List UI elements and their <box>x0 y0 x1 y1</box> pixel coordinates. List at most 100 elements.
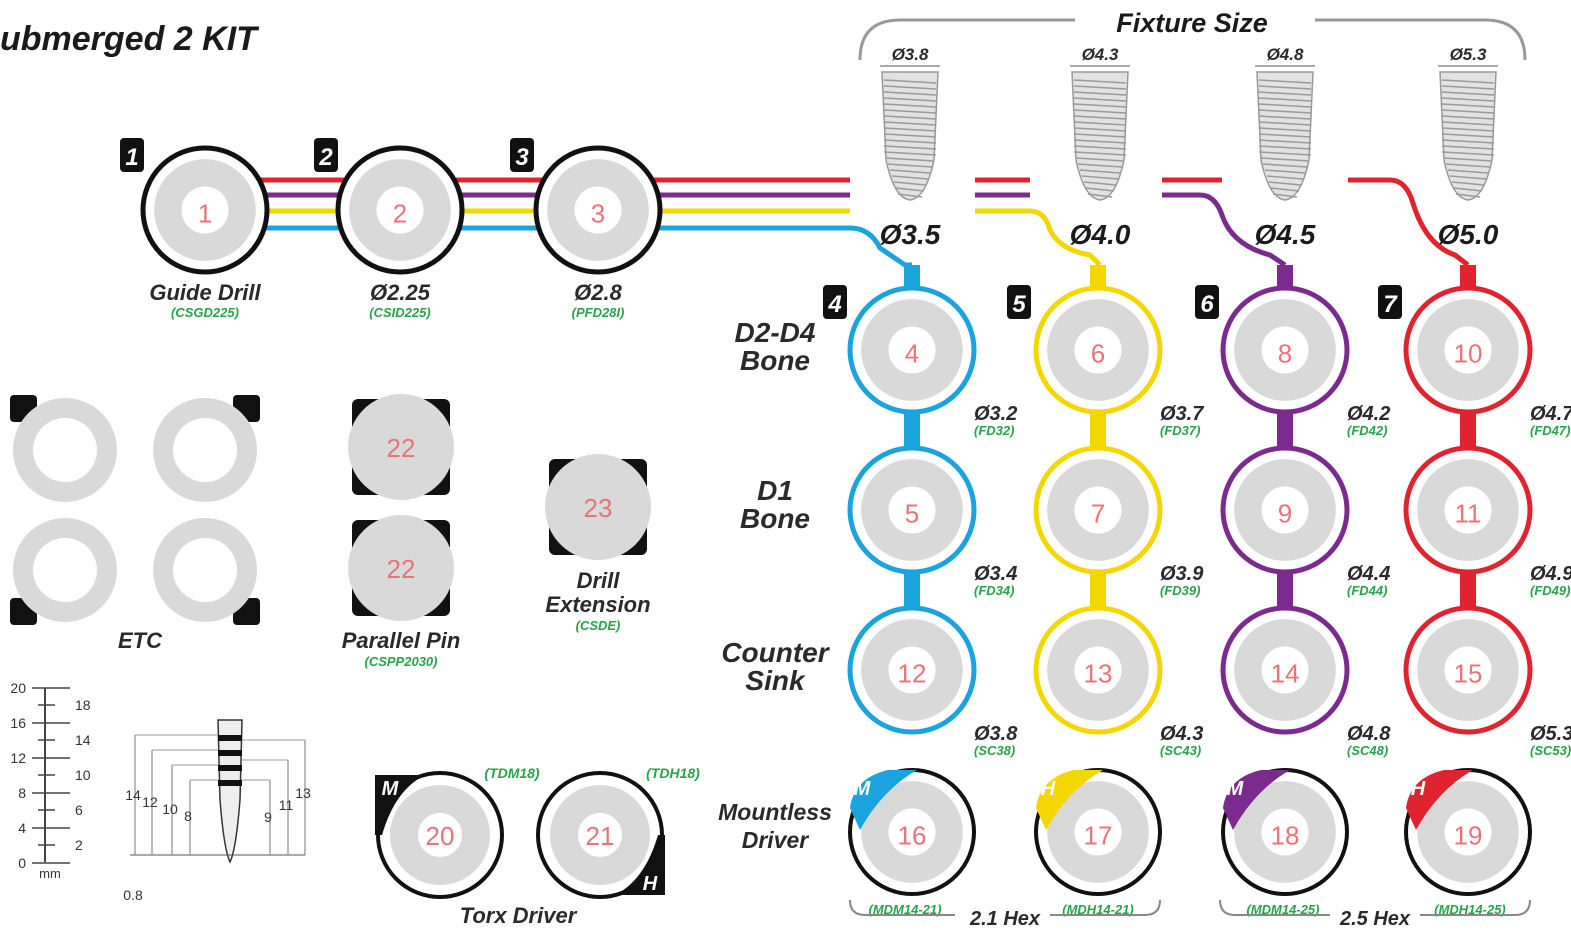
column-socket-8-hole <box>1261 326 1309 374</box>
drill-diameter: Ø3.8 <box>974 723 1018 745</box>
implant-thread <box>1079 169 1121 174</box>
hex-bracket <box>849 899 955 916</box>
drill-bit-icon <box>217 719 243 864</box>
ruler-tick-label: 8 <box>18 785 26 801</box>
drill-label: Ø2.25 <box>370 280 431 305</box>
etc-socket-hole <box>33 418 97 482</box>
drill-depth-band <box>218 765 242 771</box>
drill-diameter: Ø3.2 <box>974 403 1017 425</box>
implant-thread <box>1441 121 1495 126</box>
drill-depth-band <box>218 735 242 741</box>
hex-label: 2.1 Hex <box>969 908 1041 930</box>
fixture-size-header: Fixture Size <box>1116 8 1268 38</box>
implant-thread <box>1085 187 1115 192</box>
implant-thread <box>1449 175 1487 180</box>
drill-label: Guide Drill <box>149 280 261 305</box>
step-number-1: 1 <box>125 144 138 171</box>
driver-socket-16-number: 16 <box>898 820 927 850</box>
row-label-line1: Mountless <box>718 799 832 825</box>
step-number-3: 3 <box>515 144 529 171</box>
implant-thread <box>1258 103 1312 108</box>
implant-thread <box>1441 145 1495 150</box>
drill-code: (FD34) <box>974 583 1014 598</box>
drill-dimension-label: 12 <box>142 794 158 810</box>
driver-socket-17-number: 17 <box>1084 820 1113 850</box>
step-badge-4 <box>823 285 847 319</box>
implant-thread <box>1441 151 1495 156</box>
row-label-line2: Sink <box>745 665 806 696</box>
driver-type-letter: M <box>854 778 872 800</box>
implant-thread <box>1073 133 1127 138</box>
drill-socket-3-hole <box>574 186 622 234</box>
drill-code: (FD42) <box>1347 423 1387 438</box>
ruler-tick-label: 2 <box>75 837 83 853</box>
drill-code: (FD47) <box>1530 423 1570 438</box>
implant-thread <box>883 127 937 132</box>
torx-code: (TDH18) <box>646 765 700 781</box>
fixture-top-diameter: Ø4.8 <box>1267 45 1304 64</box>
drill-code: (SC48) <box>1347 743 1388 758</box>
drill-code: (FD44) <box>1347 583 1387 598</box>
ruler-tick-label: 16 <box>10 715 26 731</box>
torx-code: (TDM18) <box>484 765 540 781</box>
implant-thread <box>883 79 937 84</box>
etc-label: ETC <box>118 628 163 653</box>
connector <box>904 405 920 455</box>
implant-thread <box>1258 151 1312 156</box>
implant-thread <box>1258 127 1312 132</box>
implant-thread <box>883 115 937 120</box>
driver-corner-badge <box>1406 770 1473 830</box>
drill-socket-1-number: 1 <box>198 198 212 228</box>
implant-thread <box>1077 163 1123 168</box>
drill-label: Ø2.8 <box>574 280 622 305</box>
driver-socket-18-hole <box>1261 808 1309 856</box>
implant-thread <box>1447 169 1489 174</box>
step-badge-2 <box>314 138 338 172</box>
parallel-pin-code: (CSPP2030) <box>365 654 438 669</box>
drill-depth-band <box>218 780 242 786</box>
implant-thread <box>893 181 927 186</box>
row-label-line2: Driver <box>742 827 810 853</box>
implant-thread <box>1441 127 1495 132</box>
driver-corner-badge <box>850 770 917 830</box>
implant-thread <box>1451 181 1485 186</box>
drill-depth-band <box>218 750 242 756</box>
extension-label-line1: Drill <box>577 568 621 593</box>
implant-thread <box>1441 133 1495 138</box>
hex-label: 2.5 Hex <box>1339 908 1411 930</box>
implant-thread <box>1073 151 1127 156</box>
connector <box>1460 405 1476 455</box>
implant-thread <box>1073 115 1127 120</box>
implant-thread <box>1258 115 1312 120</box>
drill-diameter: Ø3.4 <box>974 563 1017 585</box>
drill-dimension-label: 9 <box>264 809 272 825</box>
implant-thread <box>883 85 937 90</box>
drill-dimension-label: 8 <box>184 808 192 824</box>
implant-thread <box>895 187 925 192</box>
implant-thread <box>1445 163 1491 168</box>
implant-thread <box>891 175 929 180</box>
yellow-path <box>975 208 1102 267</box>
implant-thread <box>1441 115 1495 120</box>
column-socket-7-hole <box>1074 486 1122 534</box>
driver-code: (MDM14-21) <box>869 902 942 917</box>
hex-bracket <box>1420 899 1531 916</box>
driver-socket-17-hole <box>1074 808 1122 856</box>
step-badge-7 <box>1378 285 1402 319</box>
drill-code: (SC38) <box>974 743 1015 758</box>
driver-type-letter: H <box>1411 778 1426 800</box>
implant-thread <box>1258 97 1312 102</box>
row-label-line1: D1 <box>757 475 793 506</box>
extension-socket <box>545 454 651 560</box>
drill-diameter: Ø4.2 <box>1347 403 1390 425</box>
pin-socket <box>348 394 454 500</box>
driver-corner-badge <box>1036 770 1103 830</box>
implant-thread <box>1260 157 1310 162</box>
connector <box>1090 405 1106 455</box>
driver-socket-18-number: 18 <box>1271 820 1300 850</box>
drill-socket-2-hole <box>376 186 424 234</box>
column-socket-12-number: 12 <box>898 658 927 688</box>
fixture-diameter: Ø3.5 <box>880 219 941 250</box>
implant-thread <box>883 145 937 150</box>
etc-socket-hole <box>173 418 237 482</box>
